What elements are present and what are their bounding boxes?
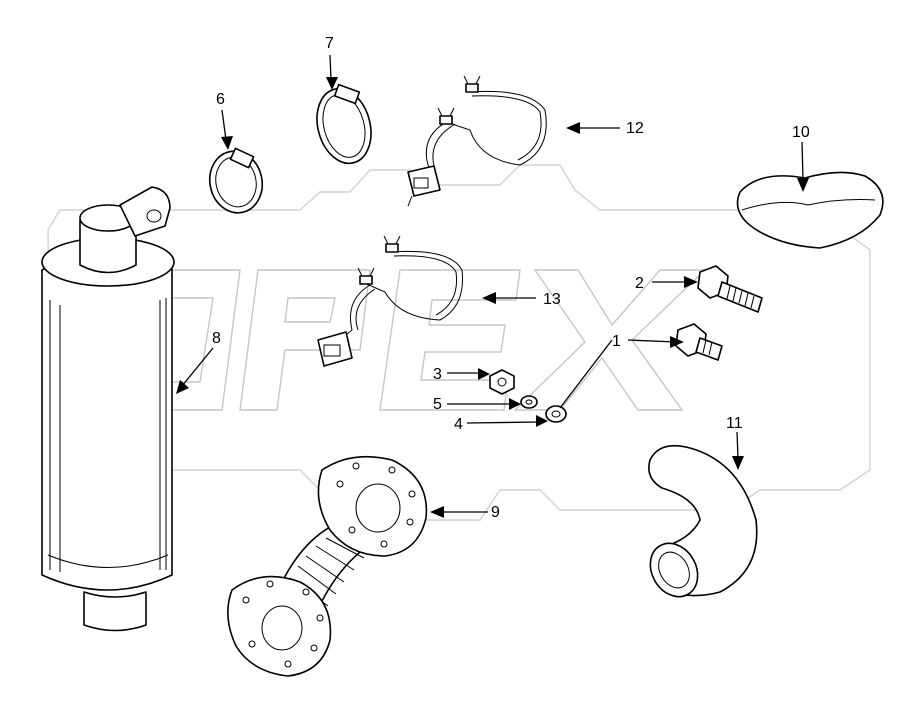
leader-line-7 xyxy=(329,54,332,81)
callout-13: 13 xyxy=(543,291,561,308)
callout-12: 12 xyxy=(626,120,644,137)
callout-2: 2 xyxy=(635,275,644,292)
leader-line-1-washer xyxy=(559,339,613,409)
hose-clamp-part-7 xyxy=(316,83,372,165)
callout-9: 9 xyxy=(491,504,500,521)
leader-line-10 xyxy=(801,141,804,181)
callout-1: 1 xyxy=(612,333,621,350)
callout-6: 6 xyxy=(216,91,225,108)
muffler-part-8 xyxy=(41,186,175,632)
callout-3: 3 xyxy=(433,366,442,383)
arrowhead-2 xyxy=(684,276,698,288)
callout-7: 7 xyxy=(325,35,334,52)
arrowhead-8 xyxy=(176,380,189,394)
flex-pipe-part-9 xyxy=(227,455,428,677)
arrowhead-7 xyxy=(326,77,338,90)
lock-washer-part-5 xyxy=(520,395,538,409)
leader-line-4 xyxy=(466,421,541,424)
arrowhead-9 xyxy=(430,506,444,518)
nut-part-3 xyxy=(489,369,515,395)
callout-10: 10 xyxy=(792,124,810,141)
hose-elbow-part-10 xyxy=(736,171,884,249)
bolt-part-1 xyxy=(675,323,723,361)
leader-line-11 xyxy=(736,431,739,459)
hose-elbow-part-11 xyxy=(648,444,758,598)
leader-line-1 xyxy=(627,339,677,343)
arrowhead-13 xyxy=(482,292,496,304)
arrowhead-4 xyxy=(536,415,548,427)
callout-5: 5 xyxy=(433,396,442,413)
bolt-part-2 xyxy=(697,265,763,313)
leader-line-6 xyxy=(221,109,227,141)
leader-line-8 xyxy=(181,347,214,387)
wiring-harness-part-13 xyxy=(317,235,464,367)
hose-clamp-part-6 xyxy=(208,147,264,214)
arrowhead-5 xyxy=(509,398,521,410)
arrowhead-12 xyxy=(566,122,580,134)
arrowhead-1 xyxy=(670,336,684,348)
callout-labels: 1 2 3 4 5 6 7 8 9 10 11 12 13 xyxy=(212,35,810,521)
wiring-harness-part-12 xyxy=(407,75,547,207)
arrowhead-11 xyxy=(732,456,744,470)
callout-8: 8 xyxy=(212,330,221,347)
arrowhead-3 xyxy=(478,368,490,380)
flat-washer-part-4 xyxy=(545,405,567,423)
arrowhead-6 xyxy=(221,136,233,150)
callout-11: 11 xyxy=(726,415,743,432)
arrowhead-10 xyxy=(797,178,809,192)
leader-lines xyxy=(176,54,809,518)
callout-4: 4 xyxy=(454,416,463,433)
watermark-letters xyxy=(121,269,707,411)
